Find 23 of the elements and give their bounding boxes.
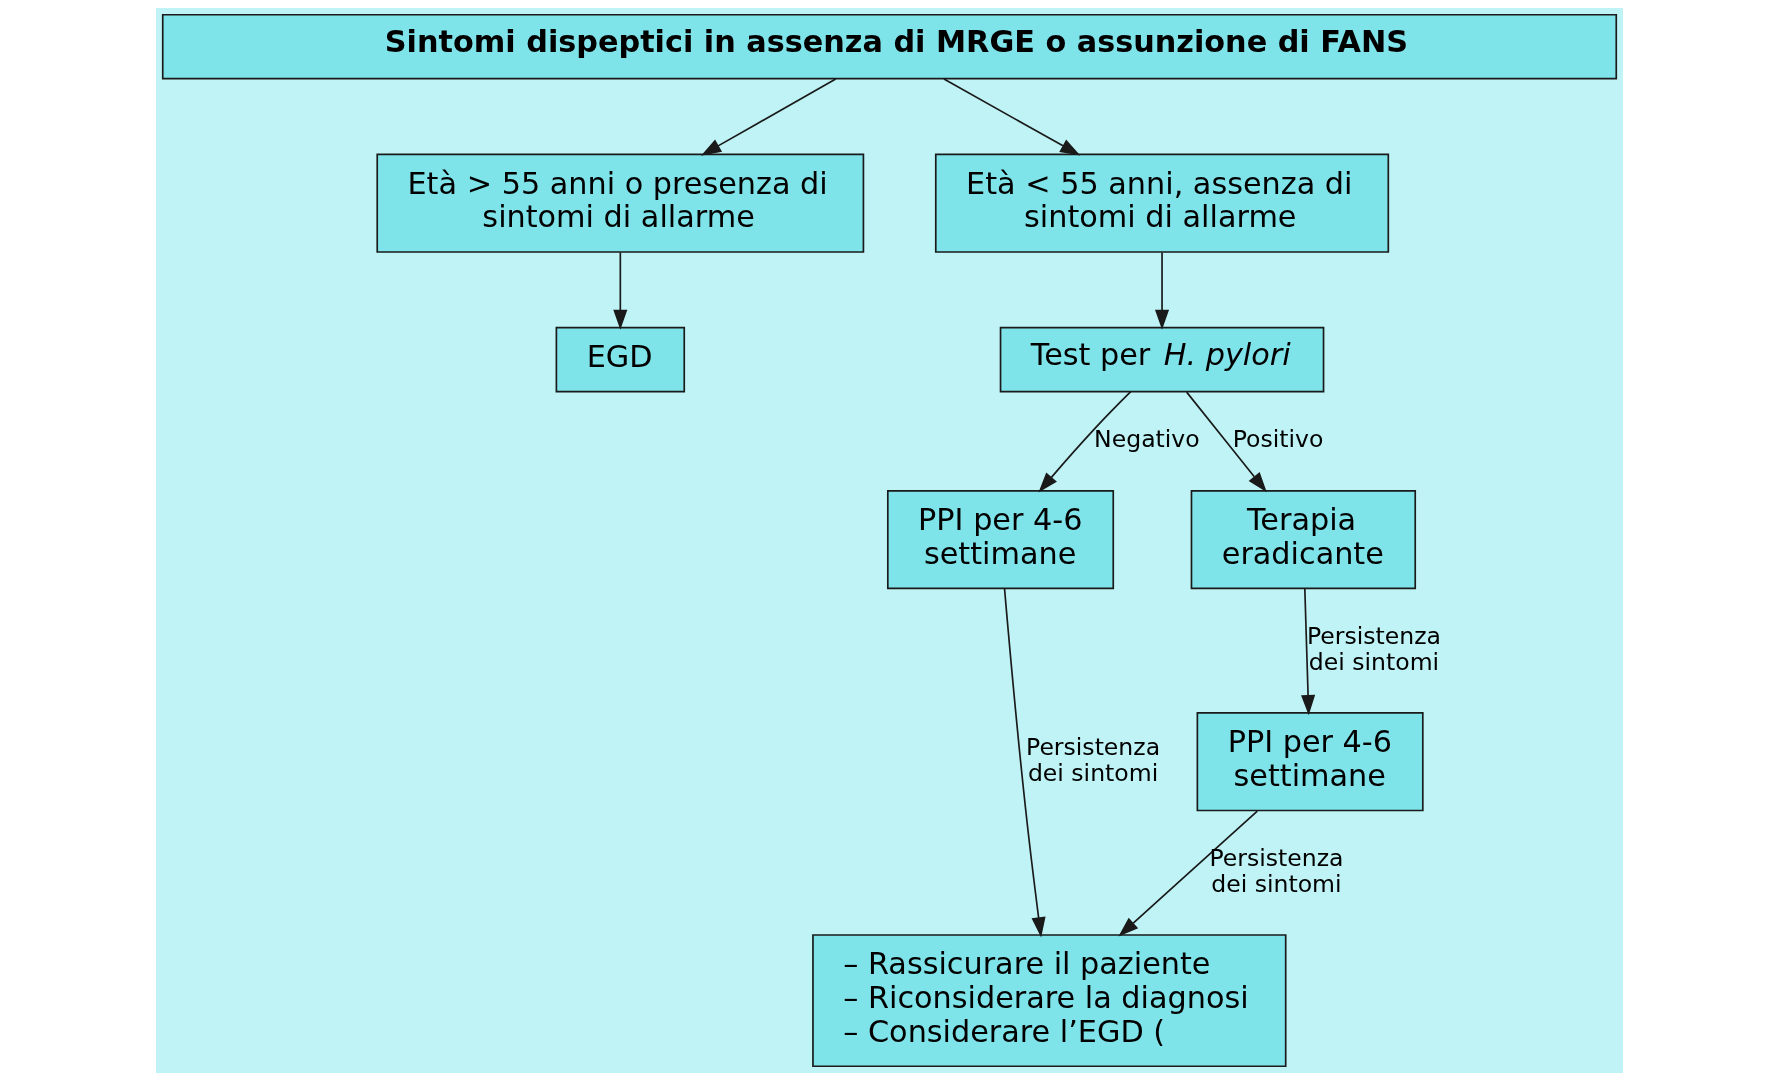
arrow	[1003, 587, 1046, 938]
arrow	[1301, 587, 1316, 716]
arrow	[1118, 810, 1259, 937]
arrow	[613, 251, 628, 330]
arrow	[701, 78, 837, 156]
edge-label: Persistenza dei sintomi	[1209, 844, 1344, 898]
node-box: PPI per 4-6 settimane	[1196, 712, 1424, 812]
node-box: – Rassicurare il paziente – Riconsiderare la diagnosi – Considerare l’EGD (	[812, 934, 1287, 1068]
node-box: Età > 55 anni o presenza di sintomi di allarme	[376, 153, 865, 253]
arrow	[1154, 251, 1170, 330]
arrow	[1185, 391, 1267, 493]
node-box: PPI per 4-6 settimane	[887, 490, 1115, 590]
node-box: Sintomi dispeptici in assenza di MRGE o assunzione di FANS	[161, 13, 1618, 80]
edge-label: Negativo	[1094, 425, 1200, 454]
node-box: Terapia eradicante	[1190, 490, 1417, 590]
node-box: Età < 55 anni, assenza di sintomi di allarme	[934, 153, 1390, 253]
edge-label: Persistenza dei sintomi	[1026, 733, 1161, 787]
edge-label: Positivo	[1232, 425, 1324, 454]
edge-label: Persistenza dei sintomi	[1306, 622, 1442, 676]
arrow	[943, 78, 1081, 156]
node-box: Test per H. pylori	[999, 326, 1325, 393]
arrow	[1038, 390, 1132, 493]
node-box: EGD	[555, 326, 686, 393]
